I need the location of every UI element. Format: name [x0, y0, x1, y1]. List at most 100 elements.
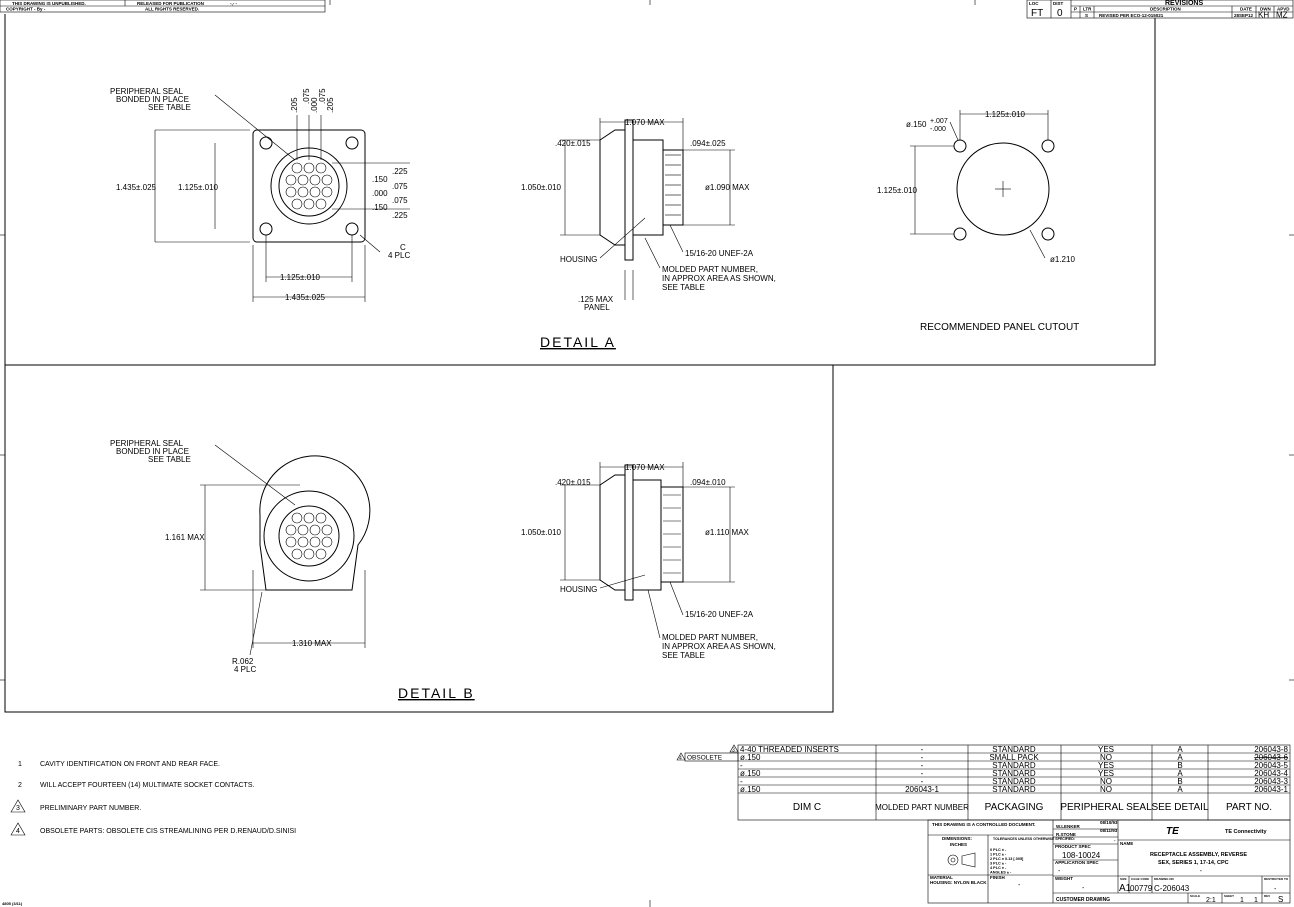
table-header: PACKAGING: [985, 802, 1044, 813]
table-header: PERIPHERAL SEAL: [1060, 802, 1152, 813]
revisions-title: REVISIONS: [1165, 0, 1203, 7]
header-block: THIS DRAWING IS UNPUBLISHED. RELEASED FO…: [0, 0, 326, 13]
customer-drawing: CUSTOMER DRAWING: [1056, 897, 1110, 903]
weight-label: WEIGHT: [1055, 876, 1073, 881]
panel-cutout-view: [910, 110, 1055, 259]
restricted: -: [1274, 886, 1277, 893]
released-note: RELEASED FOR PUBLICATION: [137, 1, 204, 6]
table-cell: 206043-6: [1254, 753, 1288, 762]
dim-width: 1.310 MAX: [292, 639, 332, 648]
restricted-label: RESTRICTED TO: [1264, 877, 1289, 881]
panel-dim: .125 MAX: [578, 295, 614, 304]
dim-width-inner: 1.125±.010: [280, 273, 321, 282]
table-header: DIM C: [793, 802, 821, 813]
cage-code: 00779: [1130, 884, 1153, 893]
rights: ALL RIGHTS RESERVED.: [145, 7, 199, 12]
parts-table: 3 4 OBSOLETE 4-40 THREADED INSERTS-STAND…: [676, 744, 1291, 821]
housing-label: HOUSING: [560, 585, 597, 594]
note-number: 3: [16, 805, 20, 812]
molded-note: SEE TABLE: [662, 651, 705, 660]
table-cell: YES: [1098, 761, 1114, 770]
size-label: SIZE: [1120, 877, 1127, 881]
table-cell: STANDARD: [992, 785, 1036, 794]
panel-label: PANEL: [584, 303, 610, 312]
weight: -: [1082, 885, 1085, 892]
release-date: -,- -: [230, 1, 237, 6]
table-cell: NO: [1100, 777, 1112, 786]
table-cell: B: [1177, 777, 1182, 786]
dim-right: .000: [372, 189, 388, 198]
drawing-name: -: [1200, 868, 1202, 874]
table-cell: 206043-1: [1254, 785, 1288, 794]
sheet-of: 1: [1254, 897, 1258, 904]
dim-right: .225: [392, 211, 408, 220]
dim-left: .420±.015: [555, 478, 591, 487]
dimensions-label: DIMENSIONS:: [942, 836, 973, 841]
dim-right: .094±.025: [690, 139, 726, 148]
table-cell: A: [1177, 753, 1183, 762]
table-cell: STANDARD: [992, 777, 1036, 786]
rev-col-ltr: LTR: [1083, 7, 1092, 12]
table-cell: A: [1177, 785, 1183, 794]
obsolete-label: OBSOLETE: [687, 755, 723, 762]
drawn-date: 08/10/93: [1100, 820, 1118, 825]
c-note-plc: 4 PLC: [388, 251, 410, 260]
dim-length: 1.070 MAX: [625, 463, 665, 472]
table-cell: NO: [1100, 785, 1112, 794]
rev-label: REV: [1264, 894, 1270, 898]
table-cell: -: [921, 769, 924, 778]
dim-top: .000: [310, 97, 319, 113]
dist-label: DIST: [1053, 1, 1064, 6]
note-number: 2: [18, 782, 22, 789]
dim-width-outer: 1.435±.025: [285, 293, 326, 302]
dim-height: 1.050±.010: [521, 528, 562, 537]
table-cell: -: [740, 761, 743, 770]
detail-a-seal-line2: BONDED IN PLACE: [116, 95, 189, 104]
dim-height-outer: 1.435±.025: [116, 183, 157, 192]
rev-dwn: KH: [1258, 11, 1269, 20]
note-text: PRELIMINARY PART NUMBER.: [40, 805, 141, 812]
table-cell: 206043-4: [1254, 769, 1288, 778]
dim-height-inner: 1.125±.010: [178, 183, 219, 192]
drawing-name: RECEPTACLE ASSEMBLY, REVERSE: [1150, 852, 1247, 858]
rev-apvd: MZ: [1276, 11, 1288, 20]
detail-a-title: DETAIL A: [540, 334, 616, 350]
dim-diameter: ø1.090 MAX: [705, 183, 750, 192]
radius-plc: 4 PLC: [234, 665, 256, 674]
dim-right: .075: [392, 182, 408, 191]
table-cell: 206043-5: [1254, 761, 1288, 770]
tol-line: ANGLES ± -: [990, 871, 1012, 875]
hole-tol-bot: -.000: [930, 126, 946, 133]
detail-b-front-view: [200, 444, 371, 656]
note-text: WILL ACCEPT FOURTEEN (14) MULTIMATE SOCK…: [40, 782, 254, 789]
table-cell: 4-40 THREADED INSERTS: [740, 745, 839, 754]
finish-value: -: [1018, 882, 1021, 889]
controlled-note: THIS DRAWING IS A CONTROLLED DOCUMENT.: [932, 822, 1035, 827]
molded-note: IN APPROX AREA AS SHOWN,: [662, 274, 776, 283]
dim-right: .094±.010: [690, 478, 726, 487]
material-label: MATERIAL: [930, 875, 953, 880]
tolerances-label: TOLERANCES UNLESS OTHERWISE SPECIFIED:: [993, 837, 1075, 841]
detail-b-seal-line1: PERIPHERAL SEAL: [110, 439, 184, 448]
table-cell: YES: [1098, 769, 1114, 778]
c-note: C: [400, 243, 406, 252]
table-cell: STANDARD: [992, 745, 1036, 754]
dim-height: 1.050±.010: [521, 183, 562, 192]
material-value: HOUSING: NYLON BLACK: [930, 880, 987, 885]
note-text: OBSOLETE PARTS: OBSOLETE CIS STREAMLININ…: [40, 828, 296, 835]
table-cell: -: [921, 753, 924, 762]
drawing-no-label: DRAWING NO: [1154, 877, 1174, 881]
detail-a-front-view: [154, 94, 410, 302]
table-cell: -: [740, 777, 743, 786]
hole-tol-top: +.007: [930, 118, 948, 125]
finish-label: FINISH: [990, 875, 1005, 880]
flag-3: 3: [732, 748, 735, 754]
cutout-diameter: ø1.210: [1050, 255, 1075, 264]
tol-line: 0 PLC ± -: [990, 848, 1007, 852]
table-cell: -: [921, 777, 924, 786]
sheet-label: SHEET: [1224, 894, 1234, 898]
dim-right: .150: [372, 203, 388, 212]
tol-line: 2 PLC ± 0.13 [.005]: [990, 857, 1024, 861]
